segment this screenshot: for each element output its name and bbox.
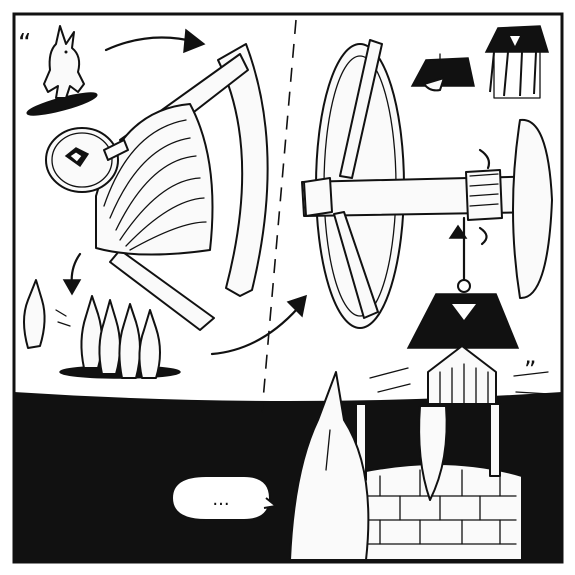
quote-mark-left: “: [18, 29, 31, 59]
dashed-divider: [261, 19, 297, 413]
panel-border: [12, 12, 564, 564]
hanging-weight: [369, 279, 551, 405]
bunny-crowd: [23, 279, 181, 379]
arrow-up-right: [210, 294, 307, 356]
winch-wheel-mechanism: [45, 43, 269, 331]
bunny-walking: [26, 25, 98, 116]
speech-bubble: ...: [171, 475, 277, 521]
quote-mark-right: ”: [524, 356, 536, 384]
speech-bubble-text: ...: [212, 489, 229, 510]
weight-sequence: [410, 25, 550, 99]
arrow-down-left: [62, 252, 82, 296]
wheel-and-axle: [301, 39, 553, 329]
bunny-at-well: [289, 371, 370, 561]
well: [343, 403, 523, 561]
arrow-top: [104, 28, 206, 54]
